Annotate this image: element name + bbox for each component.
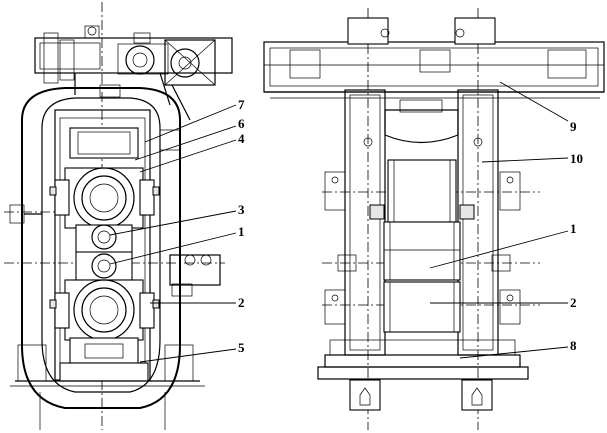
front-elevation-view: 7 6 4 3 1 2 5 (4, 2, 245, 430)
lower-work-roll (75, 251, 133, 281)
side-elevation-view: 9 10 1 2 8 (263, 8, 605, 430)
top-drive-assembly (34, 25, 233, 121)
side-base (317, 339, 529, 411)
callout-6: 6 (238, 116, 245, 131)
side-upper-backup-roll (324, 159, 521, 223)
callout-1-side: 1 (570, 221, 577, 236)
top-screwdown-platform (263, 17, 605, 99)
side-hydraulic-block (9, 129, 221, 297)
upper-work-roll (75, 224, 133, 254)
side-work-rolls (337, 221, 511, 281)
callout-7: 7 (238, 97, 245, 112)
lower-backup-roll (49, 279, 160, 341)
callout-8: 8 (570, 338, 577, 353)
upper-backup-roll (49, 127, 160, 229)
side-lower-backup-roll (324, 281, 521, 333)
callout-1: 1 (238, 224, 245, 239)
callout-5: 5 (238, 340, 245, 355)
bottom-assembly (10, 337, 205, 430)
callout-3: 3 (238, 202, 245, 217)
callout-9: 9 (570, 119, 577, 134)
callout-2-side: 2 (570, 295, 577, 310)
callout-4: 4 (238, 131, 245, 146)
callout-2: 2 (238, 295, 245, 310)
callout-10: 10 (570, 151, 583, 166)
